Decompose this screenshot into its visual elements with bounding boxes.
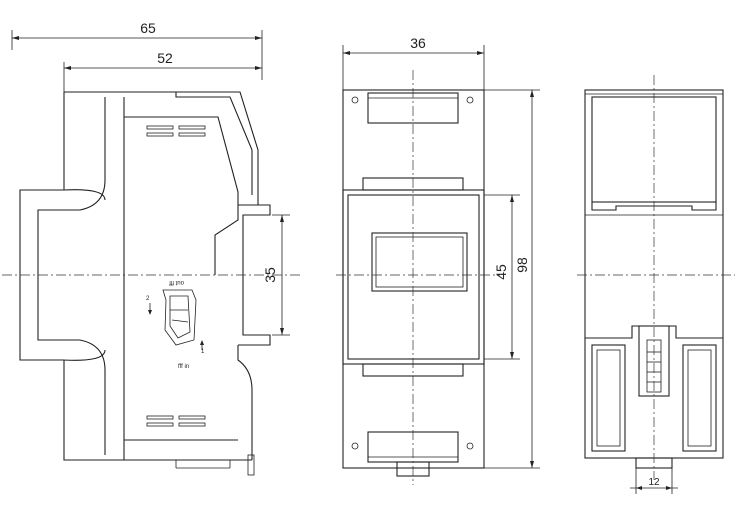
dimension-12: 12 [630, 468, 678, 494]
side-vent-slots-top [146, 125, 206, 137]
front-module-frame [342, 189, 485, 365]
terminal-in-label: fff in [178, 364, 189, 370]
dimension-36: 36 [342, 35, 485, 90]
dimension-45: 45 [484, 194, 520, 360]
back-view: 12 [577, 75, 735, 494]
side-inner-contour [37, 97, 106, 455]
front-screw-holes [351, 96, 474, 450]
front-view: 36 [336, 35, 540, 485]
dimension-98: 98 [484, 89, 540, 469]
side-vent-slots-bottom [146, 415, 206, 427]
dimension-35: 35 [262, 214, 290, 336]
arrow-2-label: 2 [146, 296, 150, 302]
side-front-panel [123, 97, 239, 460]
dim-36-label: 36 [410, 35, 426, 51]
dim-98-label: 98 [514, 257, 530, 273]
side-top-step [175, 92, 253, 195]
side-rail-clip [214, 195, 271, 460]
terminal-out-label: out fff [169, 279, 184, 285]
dim-52-label: 52 [157, 50, 173, 66]
dim-45-label: 45 [493, 264, 509, 280]
side-view: 65 52 35 [2, 20, 300, 476]
dim-65-label: 65 [140, 20, 156, 36]
side-bottom-latch [247, 454, 255, 476]
front-module-face [347, 194, 480, 360]
dimension-52: 52 [63, 50, 262, 92]
dim-35-label: 35 [262, 267, 278, 283]
dim-12-label: 12 [648, 477, 660, 488]
back-left-slot [591, 344, 626, 452]
arrow-1-label: 1 [201, 349, 205, 355]
front-display-window [371, 232, 468, 292]
terminal-symbol: out fff 2 1 fff in [146, 279, 205, 370]
dimension-65: 65 [11, 20, 263, 80]
back-right-slot [682, 344, 717, 452]
side-body-outline [19, 91, 259, 461]
